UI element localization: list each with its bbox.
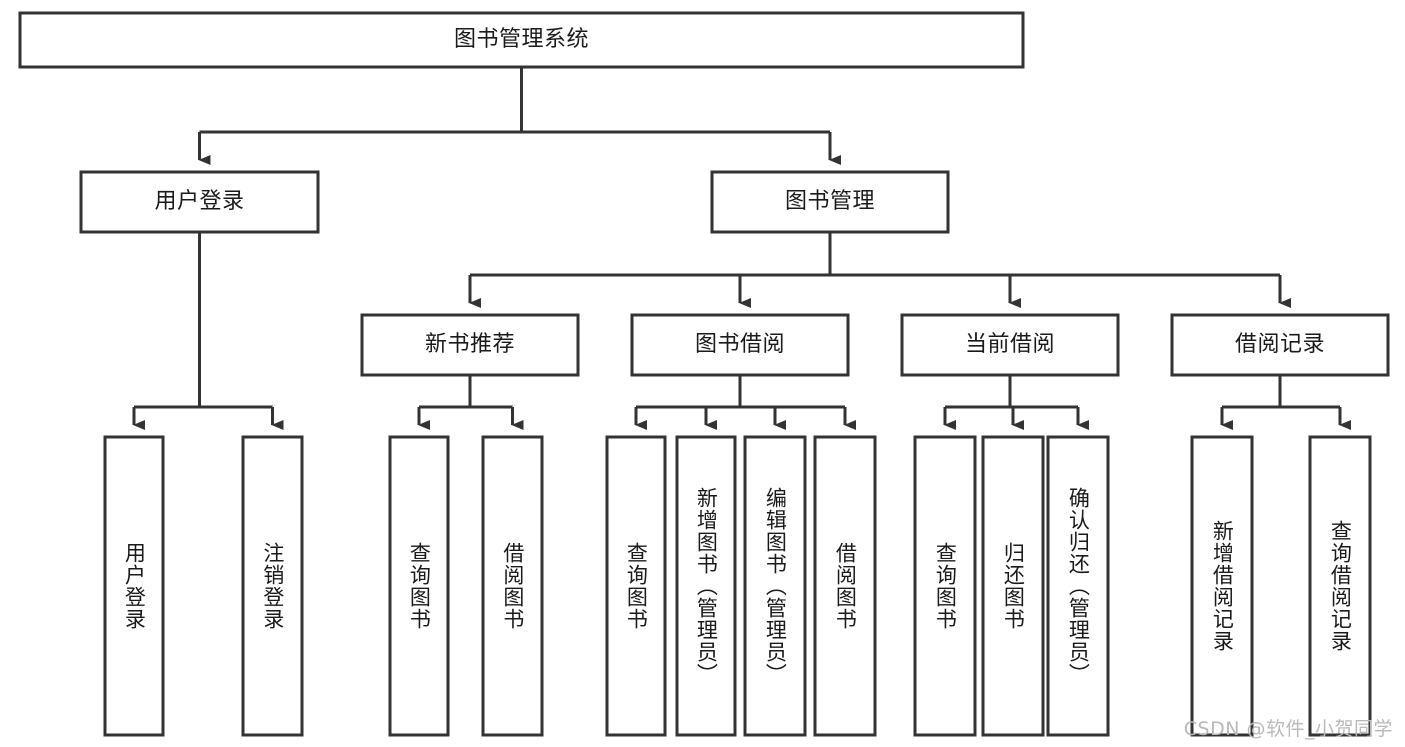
watermark-text: CSDN @软件_小贺同学 [1183, 718, 1393, 740]
node-box-user-login [79, 170, 320, 234]
node-box-leaf-add-record [1190, 435, 1254, 737]
node-box-book-manage [710, 170, 950, 234]
node-box-leaf-query-book-2 [605, 435, 667, 737]
connectors-layer [132, 67, 1351, 430]
node-box-current-borrow [900, 313, 1120, 377]
node-box-leaf-edit-book [743, 435, 807, 737]
node-box-leaf-return-book [981, 435, 1045, 737]
node-box-leaf-borrow-book-1 [481, 435, 544, 737]
node-box-borrow-record [1170, 313, 1390, 377]
node-box-leaf-logout [241, 435, 304, 737]
node-box-leaf-query-book-1 [388, 435, 450, 737]
node-box-root [18, 11, 1025, 69]
node-box-leaf-query-record [1308, 435, 1372, 737]
node-box-leaf-add-book [675, 435, 737, 737]
node-box-leaf-user-login [103, 435, 165, 737]
node-box-leaf-query-book-3 [913, 435, 977, 737]
node-box-book-borrow [630, 313, 850, 377]
node-box-leaf-borrow-book-2 [813, 435, 877, 737]
boxes-layer [18, 11, 1390, 737]
node-box-new-book-recommend [360, 313, 580, 377]
node-box-leaf-confirm-return [1046, 435, 1110, 737]
